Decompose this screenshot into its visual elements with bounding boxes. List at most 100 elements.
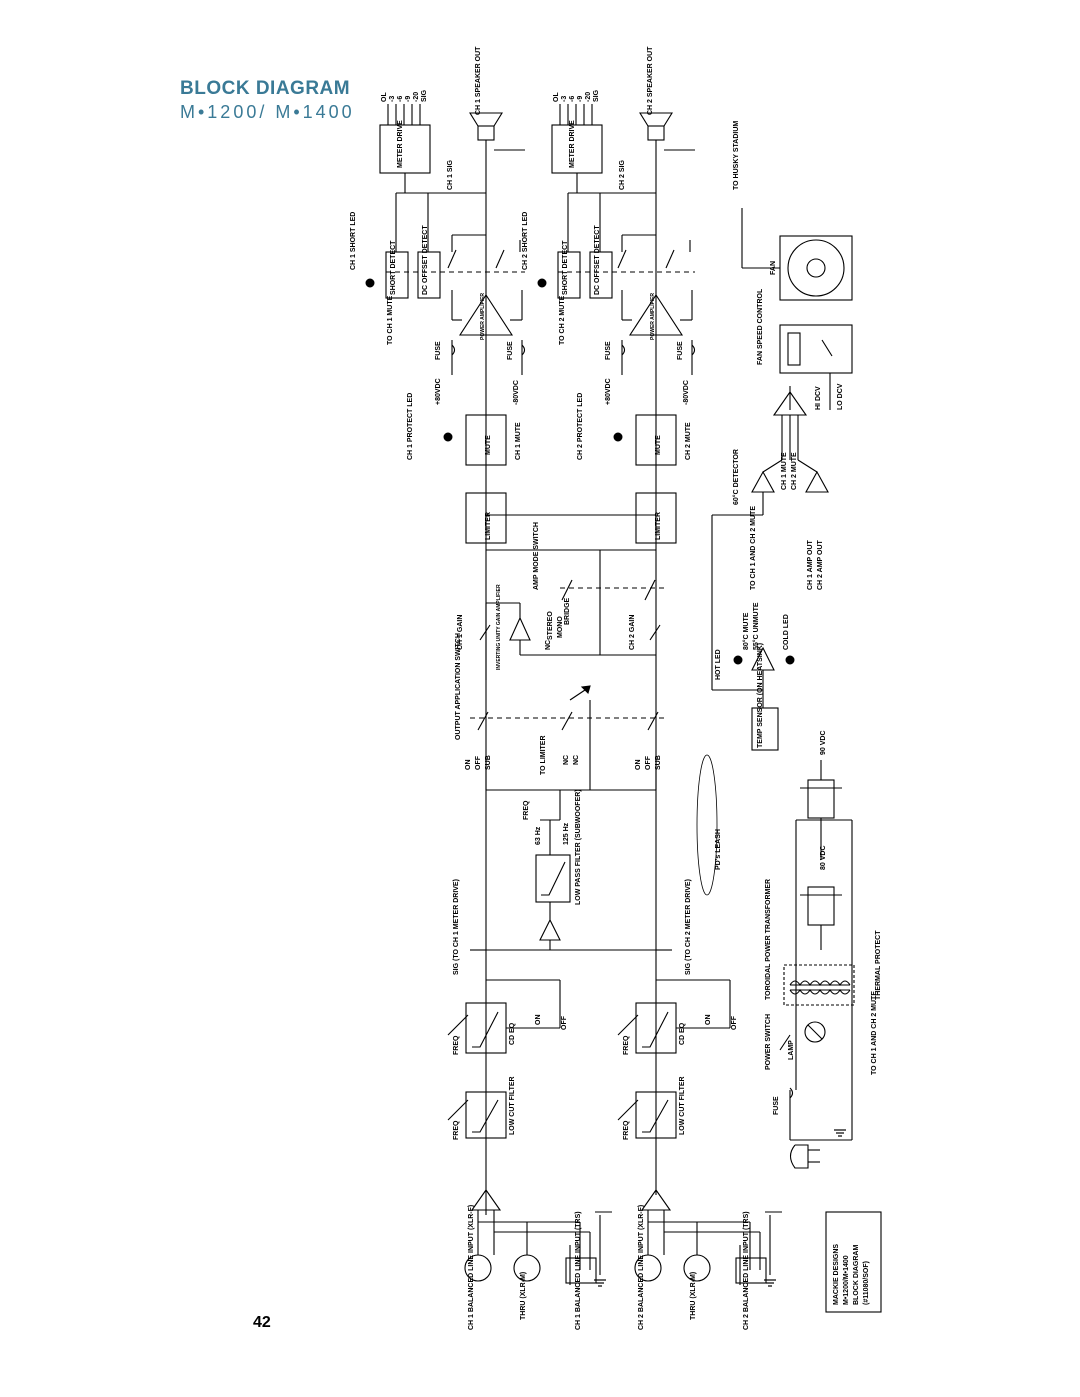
lamp bbox=[804, 1021, 826, 1043]
lamp-label: LAMP bbox=[788, 1040, 795, 1060]
ch2-meter-m6: -6 bbox=[569, 96, 576, 102]
ch2-cdeq-freq: FREQ bbox=[623, 1035, 630, 1055]
ch1-cdeq-off: OFF bbox=[561, 1015, 568, 1030]
ch1-dc-offset-label: DC OFFSET DETECT bbox=[422, 225, 429, 295]
ch2-protect-led bbox=[613, 432, 623, 442]
ch1-power-amp-label: POWER AMPLIFIER bbox=[480, 293, 486, 340]
ch1-low-cut-filter bbox=[465, 1091, 507, 1139]
ch1-limiter-label: LIMITER bbox=[485, 512, 492, 540]
ch1-lowcut-label: LOW CUT FILTER bbox=[509, 1076, 516, 1135]
ch2-mute-side-label: CH 2 MUTE bbox=[685, 422, 692, 460]
ch1-fuse-b: FUSE bbox=[507, 341, 514, 360]
low-pass-filter bbox=[535, 854, 571, 903]
ch2-short-led bbox=[537, 278, 547, 288]
to-limiter-label: TO LIMITER bbox=[540, 735, 547, 775]
ch2-thru-label: THRU (XLR-M) bbox=[690, 1272, 697, 1320]
ch1-minus80: -80VDC bbox=[513, 380, 520, 405]
detector60-label: 60°C DETECTOR bbox=[732, 449, 740, 505]
ch1-meter-m6: -6 bbox=[397, 96, 404, 102]
ch2-plus80: +80VDC bbox=[605, 378, 612, 405]
nc-label-2: NC bbox=[573, 755, 580, 765]
ch2-on-label: ON bbox=[635, 760, 642, 771]
bridge-label: BRIDGE bbox=[564, 597, 571, 625]
ch1-short-led bbox=[365, 278, 375, 288]
vdc90-label: 90 VDC bbox=[820, 730, 827, 755]
ch2-mute-label: MUTE bbox=[655, 435, 662, 455]
hz63-label: 63 Hz bbox=[535, 826, 542, 845]
low-pass-label: LOW PASS FILTER (SUBWOOFER) bbox=[575, 789, 582, 905]
ch1-on-label: ON bbox=[465, 760, 472, 771]
ch2-limiter-label: LIMITER bbox=[655, 512, 662, 540]
ch1-speaker-label: CH 1 SPEAKER OUT bbox=[475, 46, 482, 115]
ch1-meter-m3: -3 bbox=[389, 96, 396, 102]
output-app-label: OUTPUT APPLICATION SWITCH bbox=[455, 633, 462, 740]
ch2-minus80: -80VDC bbox=[683, 380, 690, 405]
to-ch1-ch2-mute-label: TO CH 1 AND CH 2 MUTE bbox=[750, 506, 757, 590]
cold-led bbox=[785, 655, 795, 665]
ch2-fuse-a: FUSE bbox=[605, 341, 612, 360]
ch2-lowcut-freq: FREQ bbox=[623, 1120, 630, 1140]
ch2-short-detect bbox=[557, 251, 581, 299]
ch1-short-led-label: CH 1 SHORT LED bbox=[350, 212, 357, 270]
amp-mode-label: AMP MODE SWITCH bbox=[533, 522, 540, 590]
fan-speed-control bbox=[779, 324, 853, 374]
ch1-limiter bbox=[465, 492, 507, 544]
ch1-cdeq-label: CD EQ bbox=[509, 1022, 516, 1045]
mute80-label: 80°C MUTE bbox=[742, 612, 750, 650]
ch1-meter-ol: OL bbox=[381, 92, 388, 102]
ch2-meter-drive-label: METER DRIVE bbox=[569, 120, 576, 168]
ch2-sig-label: CH 2 SIG bbox=[619, 159, 626, 190]
sig-ch1-label: SIG (TO CH 1 METER DRIVE) bbox=[453, 879, 460, 975]
ch2-short-led-label: CH 2 SHORT LED bbox=[522, 212, 529, 270]
ch1-trs-label: CH 1 BALANCED LINE INPUT (TRS) bbox=[575, 1211, 582, 1330]
credit-box bbox=[825, 1211, 882, 1313]
to-ch1-mute-label: TO CH 1 MUTE bbox=[387, 295, 394, 345]
ch1-protect-label: CH 1 PROTECT LED bbox=[407, 393, 414, 460]
ch2-meter-m20: -20 bbox=[585, 92, 592, 102]
ch2-trs-label: CH 2 BALANCED LINE INPUT (TRS) bbox=[743, 1211, 750, 1330]
fan-speed-label: FAN SPEED CONTROL bbox=[757, 288, 764, 365]
ch1-mute-side-label: CH 1 MUTE bbox=[515, 422, 522, 460]
ch1-cdeq-freq: FREQ bbox=[453, 1035, 460, 1055]
ch2-mute bbox=[635, 414, 677, 466]
ch2-power-amplifier bbox=[628, 293, 684, 336]
lowpass-freq-label: FREQ bbox=[523, 800, 530, 820]
hot-led bbox=[733, 655, 743, 665]
ch1-mute-label: MUTE bbox=[485, 435, 492, 455]
ch2-dc-offset-label: DC OFFSET DETECT bbox=[594, 225, 601, 295]
ch1-gain-label: CH 1 GAIN bbox=[457, 615, 464, 650]
prot-ch2-mute-label: CH 2 MUTE bbox=[791, 452, 798, 490]
leash bbox=[696, 754, 718, 896]
toroidal-label: TOROIDAL POWER TRANSFORMER bbox=[765, 879, 772, 1000]
nc-label-1: NC bbox=[563, 755, 570, 765]
ch2-protect-label: CH 2 PROTECT LED bbox=[577, 393, 584, 460]
ch1-xlr-male-connector bbox=[513, 1254, 541, 1282]
credit-line-4: (#11080/SOF) bbox=[863, 1261, 870, 1305]
ch2-meter-sig: SIG bbox=[593, 89, 600, 102]
ch2-cdeq-off: OFF bbox=[731, 1015, 738, 1030]
ch2-amp-out-label: CH 2 AMP OUT bbox=[817, 539, 824, 590]
fan bbox=[779, 235, 853, 301]
power-switch-label: POWER SWITCH bbox=[765, 1014, 772, 1070]
fuse-label: FUSE bbox=[773, 1096, 780, 1115]
ch1-meter-drive bbox=[379, 124, 431, 174]
cold-led-label: COLD LED bbox=[783, 614, 790, 650]
vdc80-label: 80 VDC bbox=[820, 845, 827, 870]
page-number: 42 bbox=[253, 1314, 271, 1331]
temp-sensor-label: TEMP SENSOR (ON HEATSINK) bbox=[757, 643, 764, 748]
ch2-off-label: OFF bbox=[645, 755, 652, 770]
ch2-meter-m3: -3 bbox=[561, 96, 568, 102]
ch1-xlr-label: CH 1 BALANCED LINE INPUT (XLR-F) bbox=[468, 1205, 475, 1330]
ch2-xlr-male-connector bbox=[683, 1254, 711, 1282]
ch2-low-cut-filter bbox=[635, 1091, 677, 1139]
ch1-meter-sig: SIG bbox=[421, 89, 428, 102]
leash-label: PD's LEASH bbox=[715, 829, 722, 870]
ch2-lowcut-label: LOW CUT FILTER bbox=[679, 1076, 686, 1135]
ch1-meter-m20: -20 bbox=[413, 92, 420, 102]
nc-label-3: NC bbox=[545, 640, 552, 650]
ch1-cdeq-on: ON bbox=[535, 1015, 542, 1026]
ch1-sig-label: CH 1 SIG bbox=[447, 159, 454, 190]
to-ch-mute-label: TO CH 1 AND CH 2 MUTE bbox=[871, 991, 878, 1075]
ch1-sub-label: SUB bbox=[485, 755, 492, 770]
ch2-sub-label: SUB bbox=[655, 755, 662, 770]
